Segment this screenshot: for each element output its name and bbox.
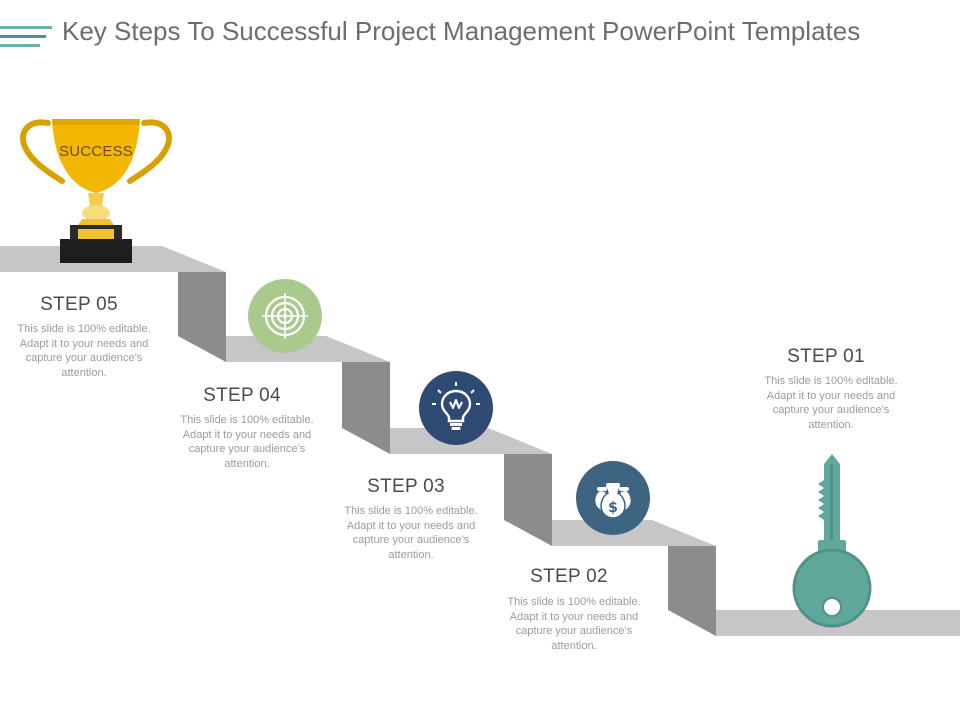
step-04-desc: This slide is 100% editable. Adapt it to… xyxy=(180,414,314,470)
step-02-desc: This slide is 100% editable. Adapt it to… xyxy=(507,596,641,652)
step-02-label: STEP 02 xyxy=(530,566,608,587)
step-05-label: STEP 05 xyxy=(40,294,118,315)
key-icon xyxy=(792,454,872,628)
svg-text:$: $ xyxy=(608,500,618,516)
target-icon xyxy=(262,293,308,339)
title-decoration-icon xyxy=(0,26,52,47)
step-05-desc: This slide is 100% editable. Adapt it to… xyxy=(17,323,151,379)
step-04-badge xyxy=(248,279,322,353)
lightbulb-icon xyxy=(432,382,480,430)
trophy-icon xyxy=(19,119,173,263)
step-03-label: STEP 03 xyxy=(367,476,445,497)
step-04-label: STEP 04 xyxy=(203,385,281,406)
trophy: SUCCESS xyxy=(18,115,174,265)
trophy-label: SUCCESS xyxy=(59,143,133,160)
money-bags-icon: $ xyxy=(595,483,631,519)
step-02-badge: $ xyxy=(576,461,650,535)
step-03-badge xyxy=(419,371,493,445)
stair-02-riser xyxy=(668,546,716,636)
stair-05-riser xyxy=(178,272,226,362)
stair-04-riser xyxy=(342,362,390,454)
page-title: Key Steps To Successful Project Manageme… xyxy=(62,16,861,46)
step-01-label: STEP 01 xyxy=(787,346,865,367)
step-03-desc: This slide is 100% editable. Adapt it to… xyxy=(344,505,478,561)
stair-03-riser xyxy=(504,454,552,546)
step-01-desc: This slide is 100% editable. Adapt it to… xyxy=(764,375,898,431)
